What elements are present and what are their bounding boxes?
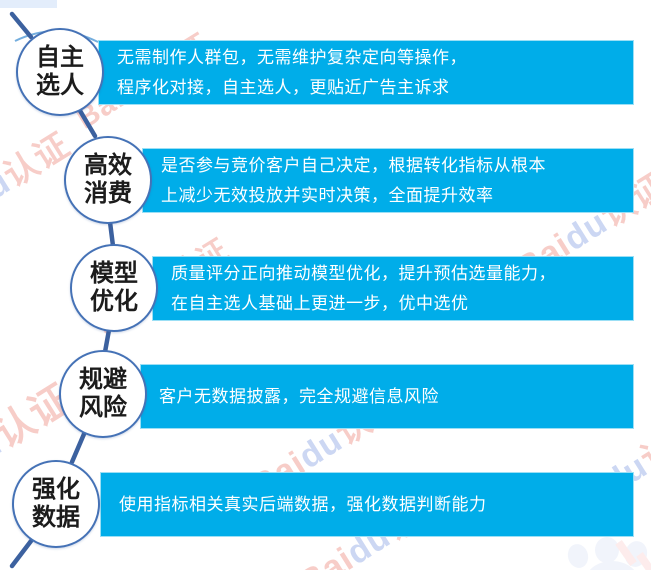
connector-line xyxy=(9,538,34,569)
bar-text-line: 无需制作人群包，无需维护复杂定向等操作， xyxy=(117,47,467,67)
circle-label-line: 优化 xyxy=(90,288,138,315)
feature-bar-4: 客户无数据披露，完全规避信息风险 xyxy=(140,364,634,429)
circle-label-line: 选人 xyxy=(36,72,84,99)
feature-bar-1: 无需制作人群包，无需维护复杂定向等操作， 程序化对接，自主选人，更贴近广告主诉求 xyxy=(98,40,634,105)
connector-line xyxy=(69,431,87,465)
circle-label-line: 消费 xyxy=(84,180,132,207)
bar-text-line: 是否参与竞价客户自己决定，根据转化指标从根本 xyxy=(161,155,546,175)
feature-bar-5: 使用指标相关真实后端数据，强化数据判断能力 xyxy=(100,472,634,537)
bar-text-line: 质量评分正向推动模型优化，提升预估选量能力， xyxy=(171,263,556,283)
bar-text-line: 上减少无效投放并实时决策，全面提升效率 xyxy=(161,185,494,205)
feature-circle-2: 高效 消费 xyxy=(64,136,152,224)
bar-text-line: 程序化对接，自主选人，更贴近广告主诉求 xyxy=(117,77,450,97)
bar-text-line: 使用指标相关真实后端数据，强化数据判断能力 xyxy=(119,494,487,514)
circle-label-line: 高效 xyxy=(84,152,132,179)
connector-line xyxy=(9,11,34,40)
feature-circle-1: 自主 选人 xyxy=(16,28,104,116)
feature-bar-2: 是否参与竞价客户自己决定，根据转化指标从根本 上减少无效投放并实时决策，全面提升… xyxy=(142,148,634,213)
bar-text-line: 在自主选人基础上更进一步，优中选优 xyxy=(171,293,469,313)
bar-text-line: 客户无数据披露，完全规避信息风险 xyxy=(159,386,439,406)
top-left-accent-bar xyxy=(0,0,57,8)
feature-circle-5: 强化 数据 xyxy=(12,460,100,548)
circle-label-line: 数据 xyxy=(32,504,80,531)
feature-bar-3: 质量评分正向推动模型优化，提升预估选量能力， 在自主选人基础上更进一步，优中选优 xyxy=(152,256,634,321)
circle-label-line: 自主 xyxy=(36,44,84,71)
paw-print-watermark xyxy=(567,537,651,570)
feature-circle-3: 模型 优化 xyxy=(70,244,158,332)
feature-circle-4: 规避 风险 xyxy=(59,350,147,438)
circle-label-line: 强化 xyxy=(32,476,80,503)
circle-label-line: 规避 xyxy=(79,366,127,393)
circle-label-line: 风险 xyxy=(79,394,127,421)
circle-label-line: 模型 xyxy=(90,260,138,287)
connector-line xyxy=(107,219,116,249)
